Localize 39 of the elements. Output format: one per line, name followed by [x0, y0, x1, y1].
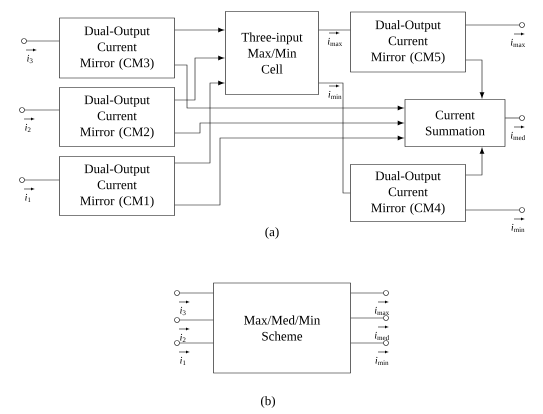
connector-line	[466, 24, 520, 26]
block-box: Dual-Output Current Mirror (CM4)	[350, 164, 466, 222]
current-label: i$_{3}$	[178, 300, 190, 316]
connector-line	[174, 56, 224, 100]
connector-line	[350, 342, 384, 344]
connector-line	[26, 40, 60, 42]
current-label: i$_{med}$	[510, 126, 526, 140]
current-label: i$_{min}$	[511, 218, 524, 232]
current-label: i$_{2}$	[24, 118, 34, 132]
connector-line	[174, 28, 224, 32]
current-label: i$_{1}$	[178, 350, 190, 366]
edge-label: i$_{min}$	[327, 84, 343, 100]
connector-line	[180, 292, 214, 294]
block-box: Current Summation	[404, 99, 506, 147]
connector-line	[318, 82, 350, 194]
connector-line	[180, 342, 214, 344]
block-box: Dual-Output Current Mirror (CM1)	[59, 156, 175, 216]
current-label: i$_{min}$	[375, 350, 388, 366]
block-box: Max/Med/Min Scheme	[213, 282, 351, 374]
connector-line	[466, 60, 484, 98]
block-box: Dual-Output Current Mirror (CM3)	[59, 18, 175, 78]
current-label: i$_{max}$	[510, 32, 526, 48]
current-label: i$_{3}$	[26, 48, 36, 64]
block-box: Dual-Output Current Mirror (CM2)	[59, 87, 175, 147]
connector-line	[350, 292, 384, 294]
panel-label: (a)	[265, 227, 279, 239]
edge-label: i$_{max}$	[326, 32, 344, 47]
connector-line	[174, 136, 404, 206]
current-label: i$_{max}$	[374, 300, 390, 316]
current-label: i$_{2}$	[178, 328, 190, 342]
connector-line	[174, 120, 404, 134]
block-box: Three-input Max/Min Cell	[225, 11, 319, 95]
connector-line	[174, 64, 404, 110]
connector-line	[466, 148, 484, 176]
connector-line	[174, 80, 224, 164]
current-label: i$_{med}$	[374, 326, 390, 340]
block-box: Dual-Output Current Mirror (CM5)	[350, 12, 466, 72]
current-label: i$_{1}$	[24, 188, 34, 202]
panel-label: (b)	[261, 396, 276, 408]
